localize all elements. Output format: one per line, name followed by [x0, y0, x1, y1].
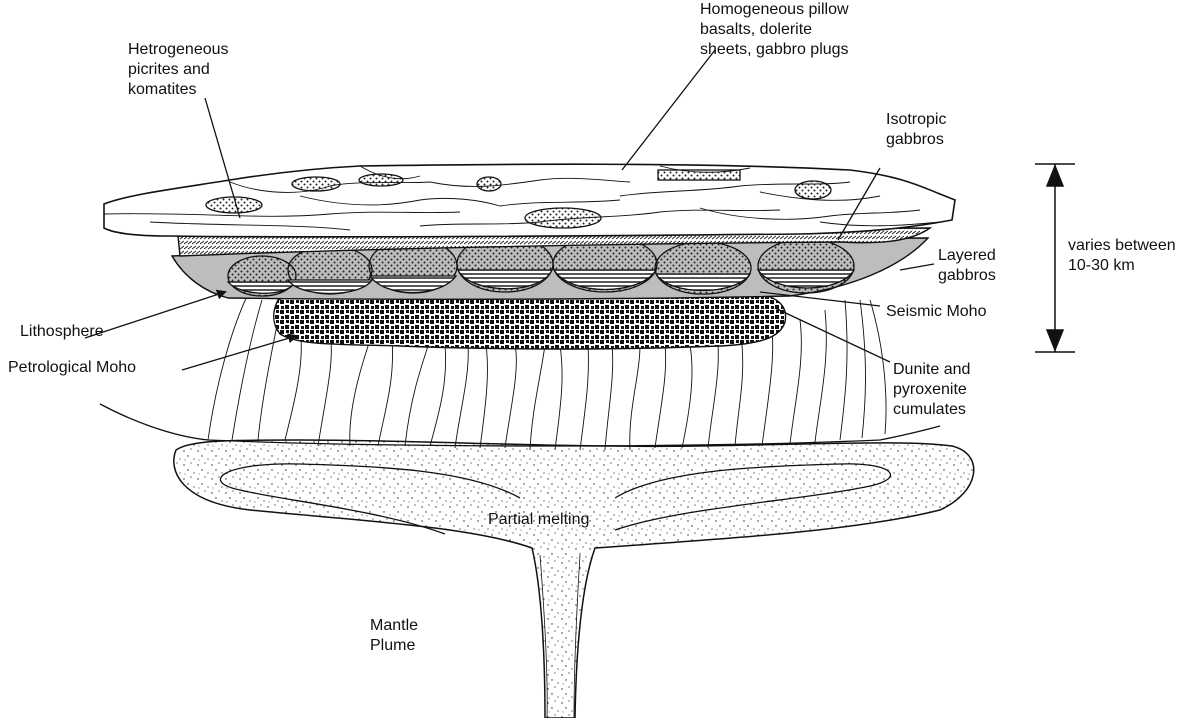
label-layered-gabbros: Layered gabbros — [938, 246, 996, 286]
label-thickness-range: varies between 10-30 km — [1068, 236, 1176, 276]
lithosphere-base — [100, 404, 940, 446]
label-seismic-moho: Seismic Moho — [886, 302, 986, 322]
label-homogeneous-pillow-basalts: Homogeneous pillow basalts, dolerite she… — [700, 0, 849, 60]
label-isotropic-gabbros: Isotropic gabbros — [886, 110, 946, 150]
label-heterogeneous-picrites: Hetrogeneous picrites and komatites — [128, 40, 229, 100]
label-partial-melting: Partial melting — [488, 510, 589, 530]
mantle-plume-body — [174, 440, 974, 718]
label-mantle-plume: Mantle Plume — [370, 616, 418, 656]
label-petrological-moho: Petrological Moho — [8, 358, 136, 378]
label-lithosphere: Lithosphere — [20, 322, 104, 342]
label-dunite-pyroxenite: Dunite and pyroxenite cumulates — [893, 360, 970, 420]
